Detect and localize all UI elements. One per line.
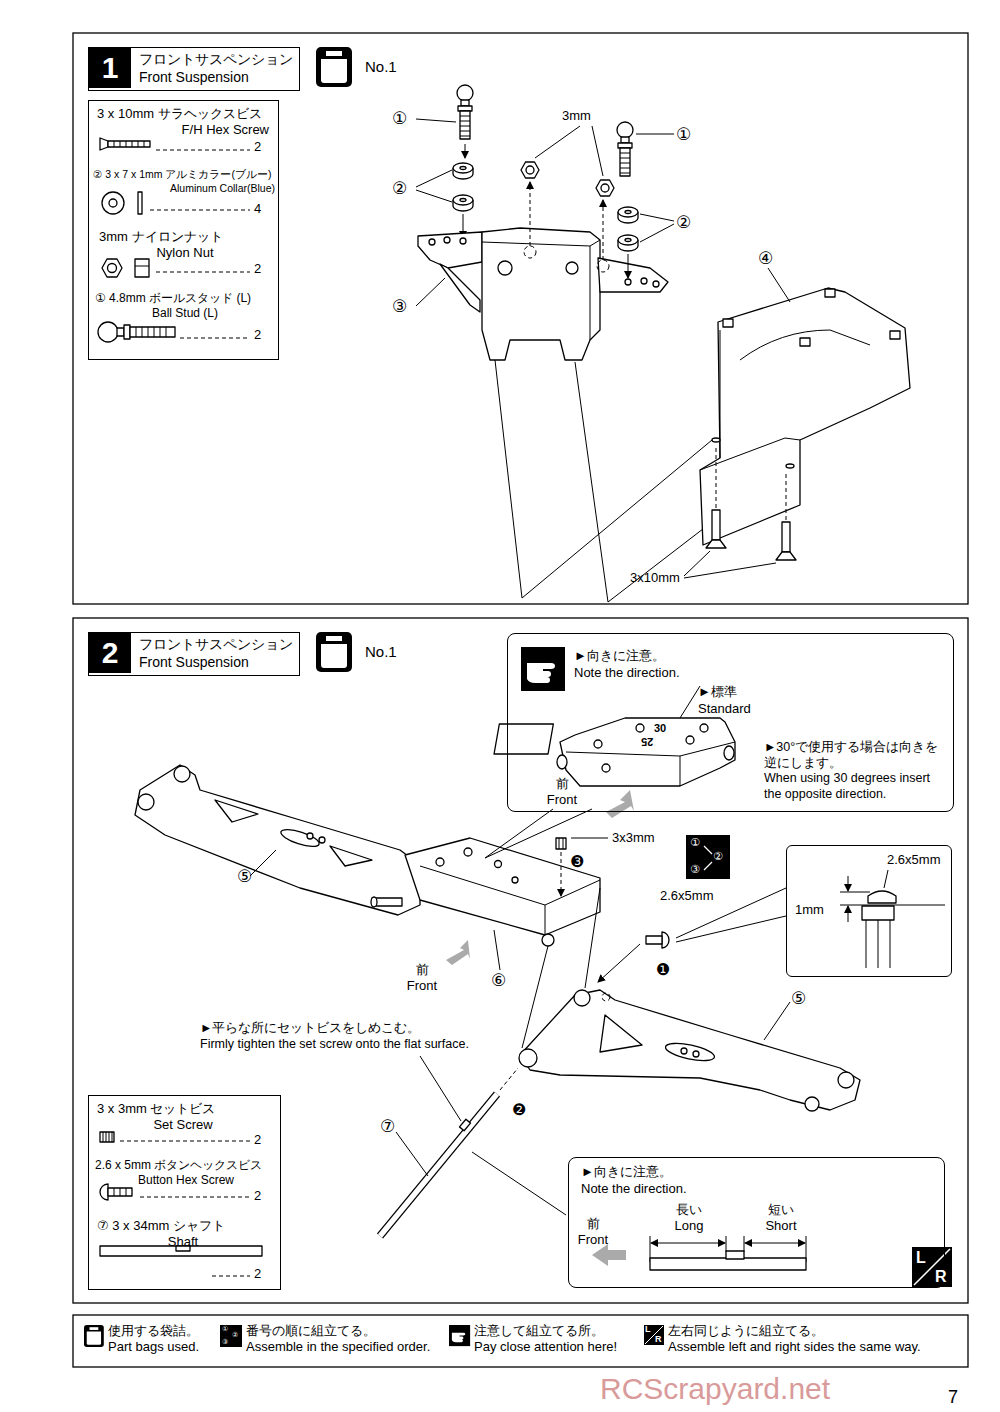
dimension: 3mm	[562, 108, 591, 124]
plate-marking: 25	[641, 734, 653, 748]
note-text: ►標準 Standard	[698, 684, 751, 718]
dimension: 1mm	[795, 902, 824, 918]
step-header: 1フロントサスペンション Front Suspension	[88, 47, 300, 91]
note-text: ►向きに注意。 Note the direction.	[581, 1164, 687, 1198]
step-title: フロントサスペンション Front Suspension	[139, 635, 293, 671]
callout-number: ①	[392, 108, 407, 129]
step-title: フロントサスペンション Front Suspension	[139, 50, 293, 86]
step-number: 2	[89, 633, 131, 673]
part-qty: 2	[254, 1188, 261, 1204]
part-name: 3 x 10mm サラヘックスビス F/H Hex Screw	[97, 106, 269, 139]
part-name: 3 x 3mm セットビス Set Screw	[97, 1101, 269, 1134]
part-qty: 2	[254, 327, 261, 343]
bag-icon: No.1	[316, 632, 406, 672]
lr-icon-letter: L	[916, 1248, 926, 1268]
order-icon-number: ②	[232, 1331, 238, 1338]
parts-list: 3 x 10mm サラヘックスビス F/H Hex Screw2② 3 x 7 …	[88, 100, 279, 360]
step-order-number: ❷	[512, 1100, 526, 1120]
callout-number: ⑦	[380, 1116, 395, 1137]
dimension: 3x3mm	[612, 830, 655, 846]
note-text: ►30°で使用する場合は向きを逆にします。 When using 30 degr…	[764, 740, 950, 803]
note-box: ►向きに注意。 Note the direction. 前 Front 長い Lon…	[568, 1157, 945, 1288]
order-icon-number: ①	[690, 836, 700, 850]
bag-number: No.1	[365, 643, 397, 662]
part-qty: 2	[254, 1132, 261, 1148]
lr-icon-letter: R	[935, 1267, 947, 1287]
watermark: RCScrapyard.net	[600, 1370, 830, 1408]
detail-box: 2.6x5mm 1mm	[786, 845, 952, 977]
dimension: 3x10mm	[630, 570, 680, 586]
dimension-label: 長い Long	[654, 1202, 724, 1235]
legend-text: 使用する袋詰。 Part bags used.	[108, 1323, 199, 1356]
front-label: 前 Front	[540, 776, 584, 809]
part-qty: 2	[254, 1266, 261, 1282]
note-box: ►向きに注意。 Note the direction. ►標準 Standard ►…	[507, 633, 954, 812]
part-qty: 4	[254, 201, 261, 217]
step-number: 1	[89, 48, 131, 88]
part-name: 2.6 x 5mm ボタンヘックスビス Button Hex Screw	[95, 1158, 277, 1188]
order-icon-number: ③	[690, 863, 700, 877]
legend-text: 注意して組立てる所。 Pay close attention here!	[474, 1323, 617, 1356]
parts-list: 3 x 3mm セットビス Set Screw22.6 x 5mm ボタンヘック…	[88, 1095, 281, 1290]
dimension: 2.6x5mm	[887, 852, 940, 868]
callout-number: ②	[676, 212, 691, 233]
callout-number: ①	[676, 124, 691, 145]
bag-icon: No.1	[316, 47, 406, 87]
lr-icon-letter: L	[645, 1325, 651, 1334]
note-text: ►向きに注意。 Note the direction.	[574, 648, 680, 682]
order-icon-number: ①	[222, 1325, 228, 1332]
legend-text: 番号の順に組立てる。 Assemble in the specified ord…	[246, 1323, 430, 1356]
part-qty: 2	[254, 261, 261, 277]
part-name: ② 3 x 7 x 1mm アルミカラー(ブルー) Aluminum Colla…	[93, 167, 275, 195]
front-label: 前 Front	[571, 1216, 615, 1249]
part-name: ① 4.8mm ボールスタッド (L) Ball Stud (L)	[95, 291, 275, 321]
order-icon-number: ②	[713, 850, 723, 864]
callout-number: ④	[758, 248, 773, 269]
plate-marking: 30	[654, 722, 666, 736]
part-name: 3mm ナイロンナット Nylon Nut	[99, 229, 271, 262]
step-order-number: ❸	[570, 852, 584, 872]
callout-number: ⑤	[791, 988, 806, 1009]
part-qty: 2	[254, 139, 261, 155]
bag-number: No.1	[365, 58, 397, 77]
lr-icon-letter: R	[655, 1335, 662, 1344]
dimension-label: 短い Short	[751, 1202, 811, 1235]
front-label: 前 Front	[400, 962, 444, 995]
dimension: 2.6x5mm	[660, 888, 713, 904]
legend-text: 左右同じように組立てる。 Assemble left and right sid…	[668, 1323, 921, 1356]
step-header: 2フロントサスペンション Front Suspension	[88, 632, 300, 676]
part-name: ⑦ 3 x 34mm シャフト Shaft	[97, 1218, 269, 1251]
callout-number: ⑤	[237, 866, 252, 887]
callout-number: ②	[392, 178, 407, 199]
order-icon-number: ③	[222, 1338, 228, 1345]
callout-number: ⑥	[491, 970, 506, 991]
step-order-number: ❶	[656, 960, 670, 980]
page-number: 7	[948, 1386, 958, 1409]
assembly-note: ►平らな所にセットビスをしめこむ。 Firmly tighten the set…	[200, 1020, 469, 1053]
callout-number: ③	[392, 296, 407, 317]
